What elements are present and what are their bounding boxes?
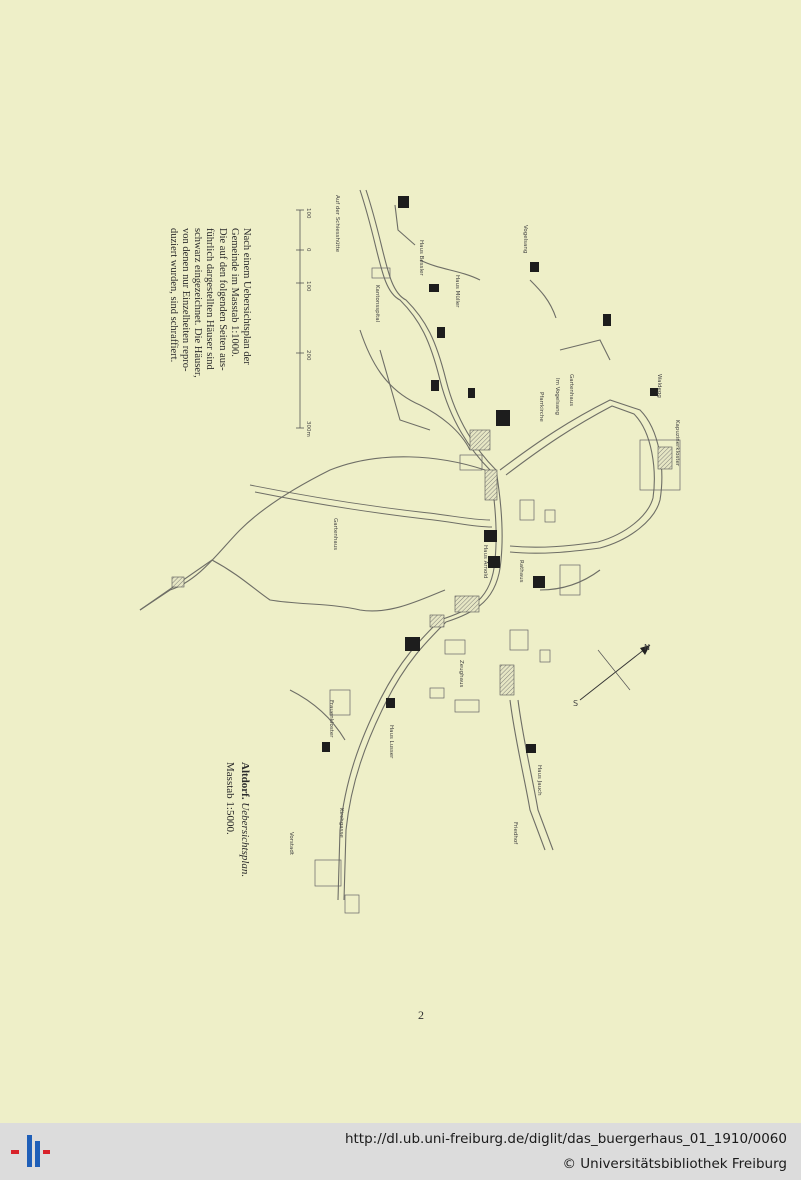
street-label: Waldegg bbox=[656, 374, 662, 398]
place-labels: Haus Bessler Kantonsspital Frauenkloster… bbox=[328, 225, 574, 845]
street-labels: Auf der Schiesshütte Vorstadt Kirchgasse… bbox=[288, 195, 680, 856]
scanned-page: Auf der Schiesshütte Vorstadt Kirchgasse… bbox=[139, 189, 681, 1022]
scale-tick-label: 0 bbox=[305, 248, 311, 252]
place-label: Zeughaus bbox=[458, 660, 464, 687]
caption-line: von denen nur Einzelheiten repro- bbox=[179, 228, 191, 372]
scale-bar: 100 0 100 200 300m bbox=[296, 208, 311, 437]
place-label: Haus Lusser bbox=[388, 725, 394, 759]
map-scale-text: Masstab 1:5000. bbox=[224, 762, 236, 835]
caption-line: Die auf den folgenden Seiten aus- bbox=[216, 228, 228, 371]
street-label: Im Vogelsang bbox=[554, 378, 560, 415]
place-label: Haus Bessler bbox=[418, 240, 424, 276]
library-logo-icon bbox=[11, 1135, 50, 1167]
caption-line: Gemeinde im Masstab 1:1000. bbox=[228, 228, 240, 357]
place-label: Kantonsspital bbox=[374, 285, 380, 323]
street-label: Auf der Schiesshütte bbox=[334, 195, 340, 253]
street-label: Kapuzinerkloster bbox=[674, 420, 680, 467]
library-footer: http://dl.ub.uni-freiburg.de/diglit/das_… bbox=[0, 1123, 801, 1180]
place-label: Pfarrkirche bbox=[538, 392, 544, 422]
caption-block: Nach einem Uebersichtsplan der Gemeinde … bbox=[148, 228, 252, 400]
road-network bbox=[139, 189, 663, 901]
compass-rose: N S bbox=[573, 643, 651, 708]
place-label: Haus Jauch bbox=[536, 765, 542, 796]
compass-south-label: S bbox=[573, 699, 578, 708]
scale-tick-label: 300m bbox=[305, 421, 311, 437]
caption-line: duziert wurden, sind schraffiert. bbox=[167, 228, 179, 363]
place-label: Frauenkloster bbox=[328, 700, 334, 738]
place-label: Gartenhaus bbox=[568, 374, 574, 406]
buildings bbox=[171, 196, 681, 914]
scale-tick-label: 200 bbox=[305, 350, 311, 361]
street-label: Vorstadt bbox=[288, 832, 294, 856]
copyright-notice: © Universitätsbibliothek Freiburg bbox=[562, 1156, 787, 1172]
map-title-kind: Uebersichtsplan. bbox=[239, 802, 251, 878]
town-plan-map: Auf der Schiesshütte Vorstadt Kirchgasse… bbox=[139, 189, 681, 914]
caption-line: führlich dargestellten Häuser sind bbox=[204, 228, 216, 370]
place-label: Haus Müller bbox=[454, 275, 460, 308]
place-label: Gartenhaus bbox=[332, 518, 338, 550]
caption-line: Nach einem Uebersichtsplan der bbox=[241, 228, 252, 365]
place-label: Friedhof bbox=[512, 822, 518, 845]
map-title-place: Altdorf. bbox=[239, 762, 251, 800]
map-title-block: Altdorf. Uebersichtsplan. Masstab 1:5000… bbox=[212, 762, 252, 902]
place-label: Haus Arnold bbox=[482, 545, 488, 578]
page-number: 2 bbox=[418, 1008, 424, 1022]
caption-line: schwarz eingezeichnet. Die Häuser, bbox=[192, 228, 204, 378]
street-label: Kirchgasse bbox=[338, 808, 344, 838]
scale-tick-label: 100 bbox=[305, 281, 311, 292]
scale-tick-label: 100 bbox=[305, 208, 311, 219]
permalink-url[interactable]: http://dl.ub.uni-freiburg.de/diglit/das_… bbox=[344, 1131, 787, 1147]
compass-north-label: N bbox=[644, 643, 650, 652]
place-label: Rathaus bbox=[518, 560, 524, 583]
place-label: Vogelsang bbox=[522, 225, 528, 253]
